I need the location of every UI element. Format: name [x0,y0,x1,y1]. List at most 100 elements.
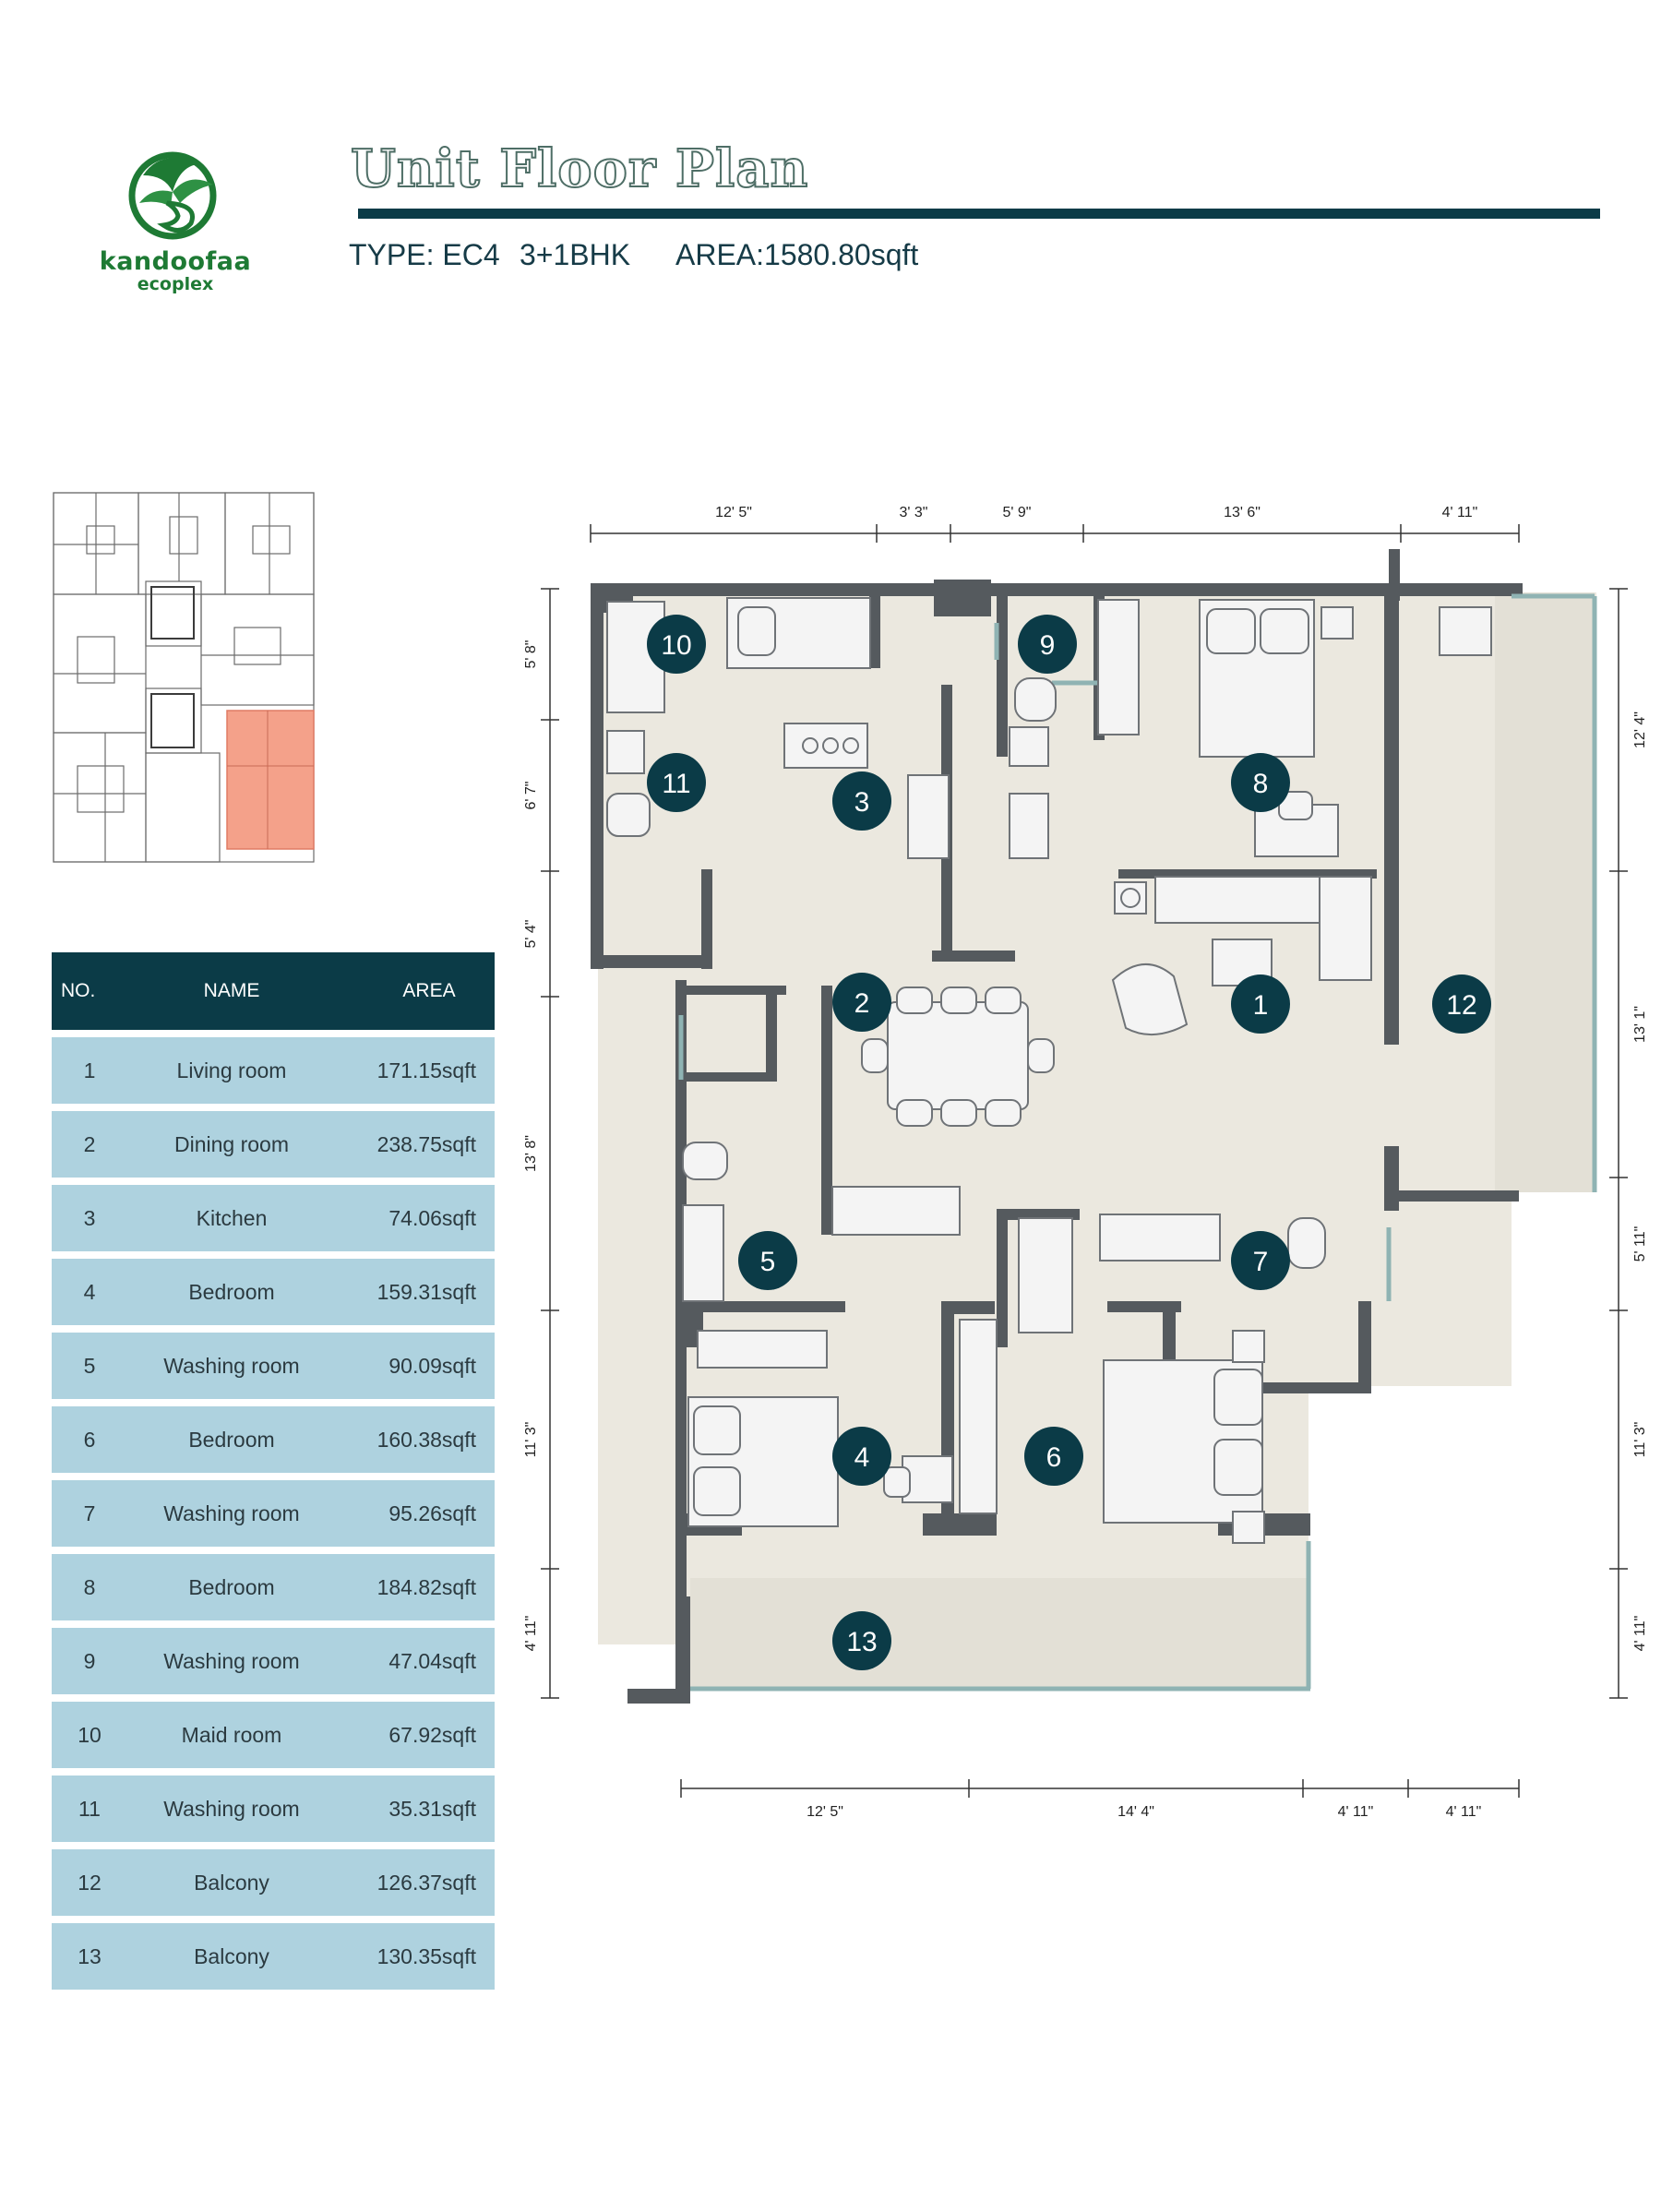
row-no: 6 [83,1427,96,1452]
room-marker-6: 6 [1024,1427,1083,1486]
unit-bhk: 3+1BHK [520,238,631,271]
row-name: Balcony [194,1943,269,1968]
dim-left-6: 4' 11" [523,1616,539,1652]
wash7-bathtub [1018,1217,1073,1333]
dim-bottom-3: 4' 11" [1338,1804,1374,1820]
dim-top-1: 12' 5" [715,505,752,520]
room-marker-9-label: 9 [1040,630,1056,661]
dimension-lines [541,524,1628,1798]
row-no: 3 [83,1205,96,1230]
row-no: 10 [78,1722,102,1747]
room-marker-4: 4 [832,1427,891,1486]
header-area: AREA [402,980,456,1001]
title-rule [358,209,1600,219]
brand-name: kandoofaa [99,247,252,276]
room-marker-3-label: 3 [854,787,870,818]
maid-pillow [737,606,776,656]
room-marker-3: 3 [832,771,891,831]
dim-right-5: 4' 11" [1632,1616,1648,1652]
wash7-vanity [1099,1214,1221,1261]
room-marker-10: 10 [647,615,706,674]
wash9-wc [1014,677,1057,722]
dim-top-3: 5' 9" [1003,505,1032,520]
wash5-wc [682,1142,728,1180]
floor-plan: 12' 5" 3' 3" 5' 9" 13' 6" 4' 11" 12' 5" … [523,505,1648,1820]
wash9-basin [1009,726,1049,767]
header-name: NAME [203,980,260,1001]
room-marker-1: 1 [1231,974,1290,1034]
dimension-labels: 12' 5" 3' 3" 5' 9" 13' 6" 4' 11" 12' 5" … [523,505,1648,1820]
row-area: 184.82sqft [376,1574,476,1599]
row-no: 8 [83,1574,96,1599]
row-area: 238.75sqft [376,1131,476,1156]
room-marker-5: 5 [738,1231,797,1290]
room-marker-13: 13 [832,1611,891,1670]
row-name: Washing room [163,1796,300,1821]
dim-top-5: 4' 11" [1442,505,1478,520]
dining-sideboard [831,1186,961,1236]
glazing [678,593,1597,1692]
living-armchair [1111,963,1189,1036]
header-no: NO. [61,980,96,1001]
row-no: 12 [78,1870,102,1895]
row-name: Bedroom [188,1279,275,1304]
table-row: 5 Washing room 90.09sqft [52,1333,495,1399]
room-marker-4-label: 4 [854,1442,870,1473]
unit-area: AREA:1580.80sqft [675,238,919,271]
room-marker-5-label: 5 [760,1247,776,1277]
wash5-vanity [682,1204,724,1302]
living-sofa-chaise [1319,876,1372,981]
row-no: 11 [78,1796,101,1821]
palm-leaf-swirl-logo-icon [128,151,217,240]
wash11-wc [606,793,651,837]
row-name: Washing room [163,1353,300,1378]
brand-subname: ecoplex [137,274,214,294]
room-marker-11-label: 11 [662,769,690,799]
dim-right-3: 5' 11" [1632,1226,1648,1262]
room-marker-7-label: 7 [1253,1247,1269,1277]
room-marker-13-label: 13 [846,1627,877,1657]
row-area: 47.04sqft [388,1648,476,1673]
row-name: Washing room [163,1648,300,1673]
dim-top-4: 13' 6" [1224,505,1261,520]
balcony-12-floor [1495,592,1595,1192]
row-area: 126.37sqft [376,1870,476,1895]
dim-left-4: 13' 8" [523,1135,539,1172]
row-area: 171.15sqft [376,1058,476,1082]
row-no: 1 [83,1058,96,1082]
dim-left-5: 11' 3" [523,1422,539,1458]
page-title: Unit Floor Plan [350,138,809,200]
walls [591,549,1523,1704]
living-table [1212,939,1273,986]
bed4-wardrobe [697,1330,828,1369]
room-marker-2: 2 [832,973,891,1032]
wash9-shower [1009,793,1049,859]
row-area: 90.09sqft [388,1353,476,1378]
bed6-wardrobe [959,1319,998,1514]
row-name: Balcony [194,1870,269,1895]
key-plan [53,492,315,863]
row-no: 5 [83,1353,96,1378]
dim-right-1: 12' 4" [1632,711,1648,748]
row-name: Maid room [181,1722,282,1747]
row-area: 74.06sqft [388,1205,476,1230]
dim-bottom-1: 12' 5" [807,1804,843,1820]
room-marker-8-label: 8 [1253,769,1269,799]
row-name: Bedroom [188,1427,275,1452]
kitchen-sink [907,774,950,859]
row-no: 2 [83,1131,96,1156]
dim-bottom-2: 14' 4" [1117,1804,1154,1820]
room-marker-1-label: 1 [1253,990,1269,1021]
balcony-chair [1439,606,1492,656]
room-markers: 1 2 3 4 5 6 7 8 9 10 11 12 13 [647,615,1491,1670]
